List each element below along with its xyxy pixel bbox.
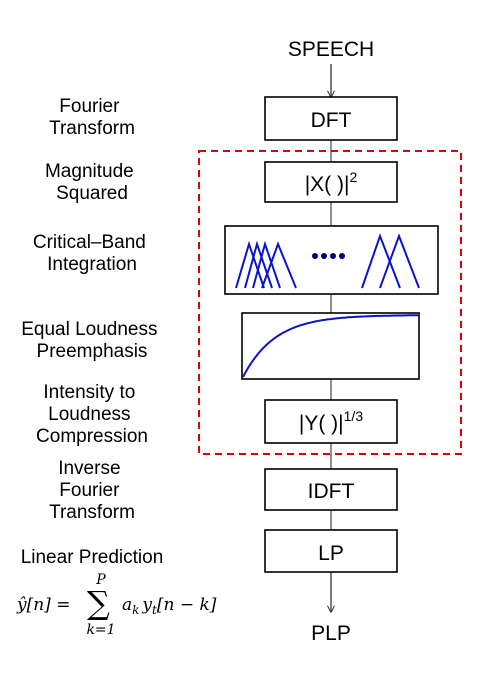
formula-lower: k=1 [86, 622, 115, 638]
formula-upper: P [95, 572, 106, 588]
critical-band-box [224, 225, 439, 295]
formula-lhs: ŷ[n] = [16, 595, 70, 615]
compression-side-label: Intensity to Loudness Compression [36, 382, 148, 447]
critical-band-side-label: Critical–Band Integration [33, 232, 151, 275]
lp-side-label: Linear Prediction [21, 547, 164, 568]
formula-sigma: ∑ [87, 584, 110, 622]
dft-box [264, 96, 398, 141]
output-label: PLP [311, 622, 351, 645]
idft-box-label: IDFT [308, 480, 355, 503]
dashed-highlight-region [198, 150, 462, 455]
ellipsis-dot [321, 253, 327, 259]
magnitude-side-label: Magnitude Squared [45, 161, 139, 204]
idft-side-label: Inverse Fourier Transform [49, 458, 135, 523]
idft-box [264, 468, 398, 511]
filter-triangle [261, 241, 297, 289]
lp-box-label: LP [318, 542, 344, 565]
magnitude-box [264, 161, 398, 203]
equal-loudness-side-label: Equal Loudness Preemphasis [21, 319, 163, 362]
critical-band-filters [235, 233, 420, 289]
ellipsis-dot [312, 253, 318, 259]
filter-triangle [235, 240, 265, 289]
magnitude-box-label: |X( )|2 [305, 169, 358, 196]
ellipsis-dot [330, 253, 336, 259]
input-label: SPEECH [288, 38, 374, 61]
filter-triangle [361, 233, 401, 289]
equal-loudness-box [241, 312, 420, 380]
lp-box [264, 529, 398, 573]
dft-side-label: Fourier Transform [49, 96, 135, 139]
ellipsis-dot [339, 253, 345, 259]
dft-box-label: DFT [311, 109, 352, 132]
filter-triangle [379, 233, 420, 289]
compression-box [264, 399, 398, 444]
filter-triangle [252, 240, 281, 289]
ellipsis-dots [312, 253, 345, 259]
equal-loudness-curve [242, 314, 418, 378]
compression-box-label: |Y( )|1/3 [299, 408, 363, 435]
